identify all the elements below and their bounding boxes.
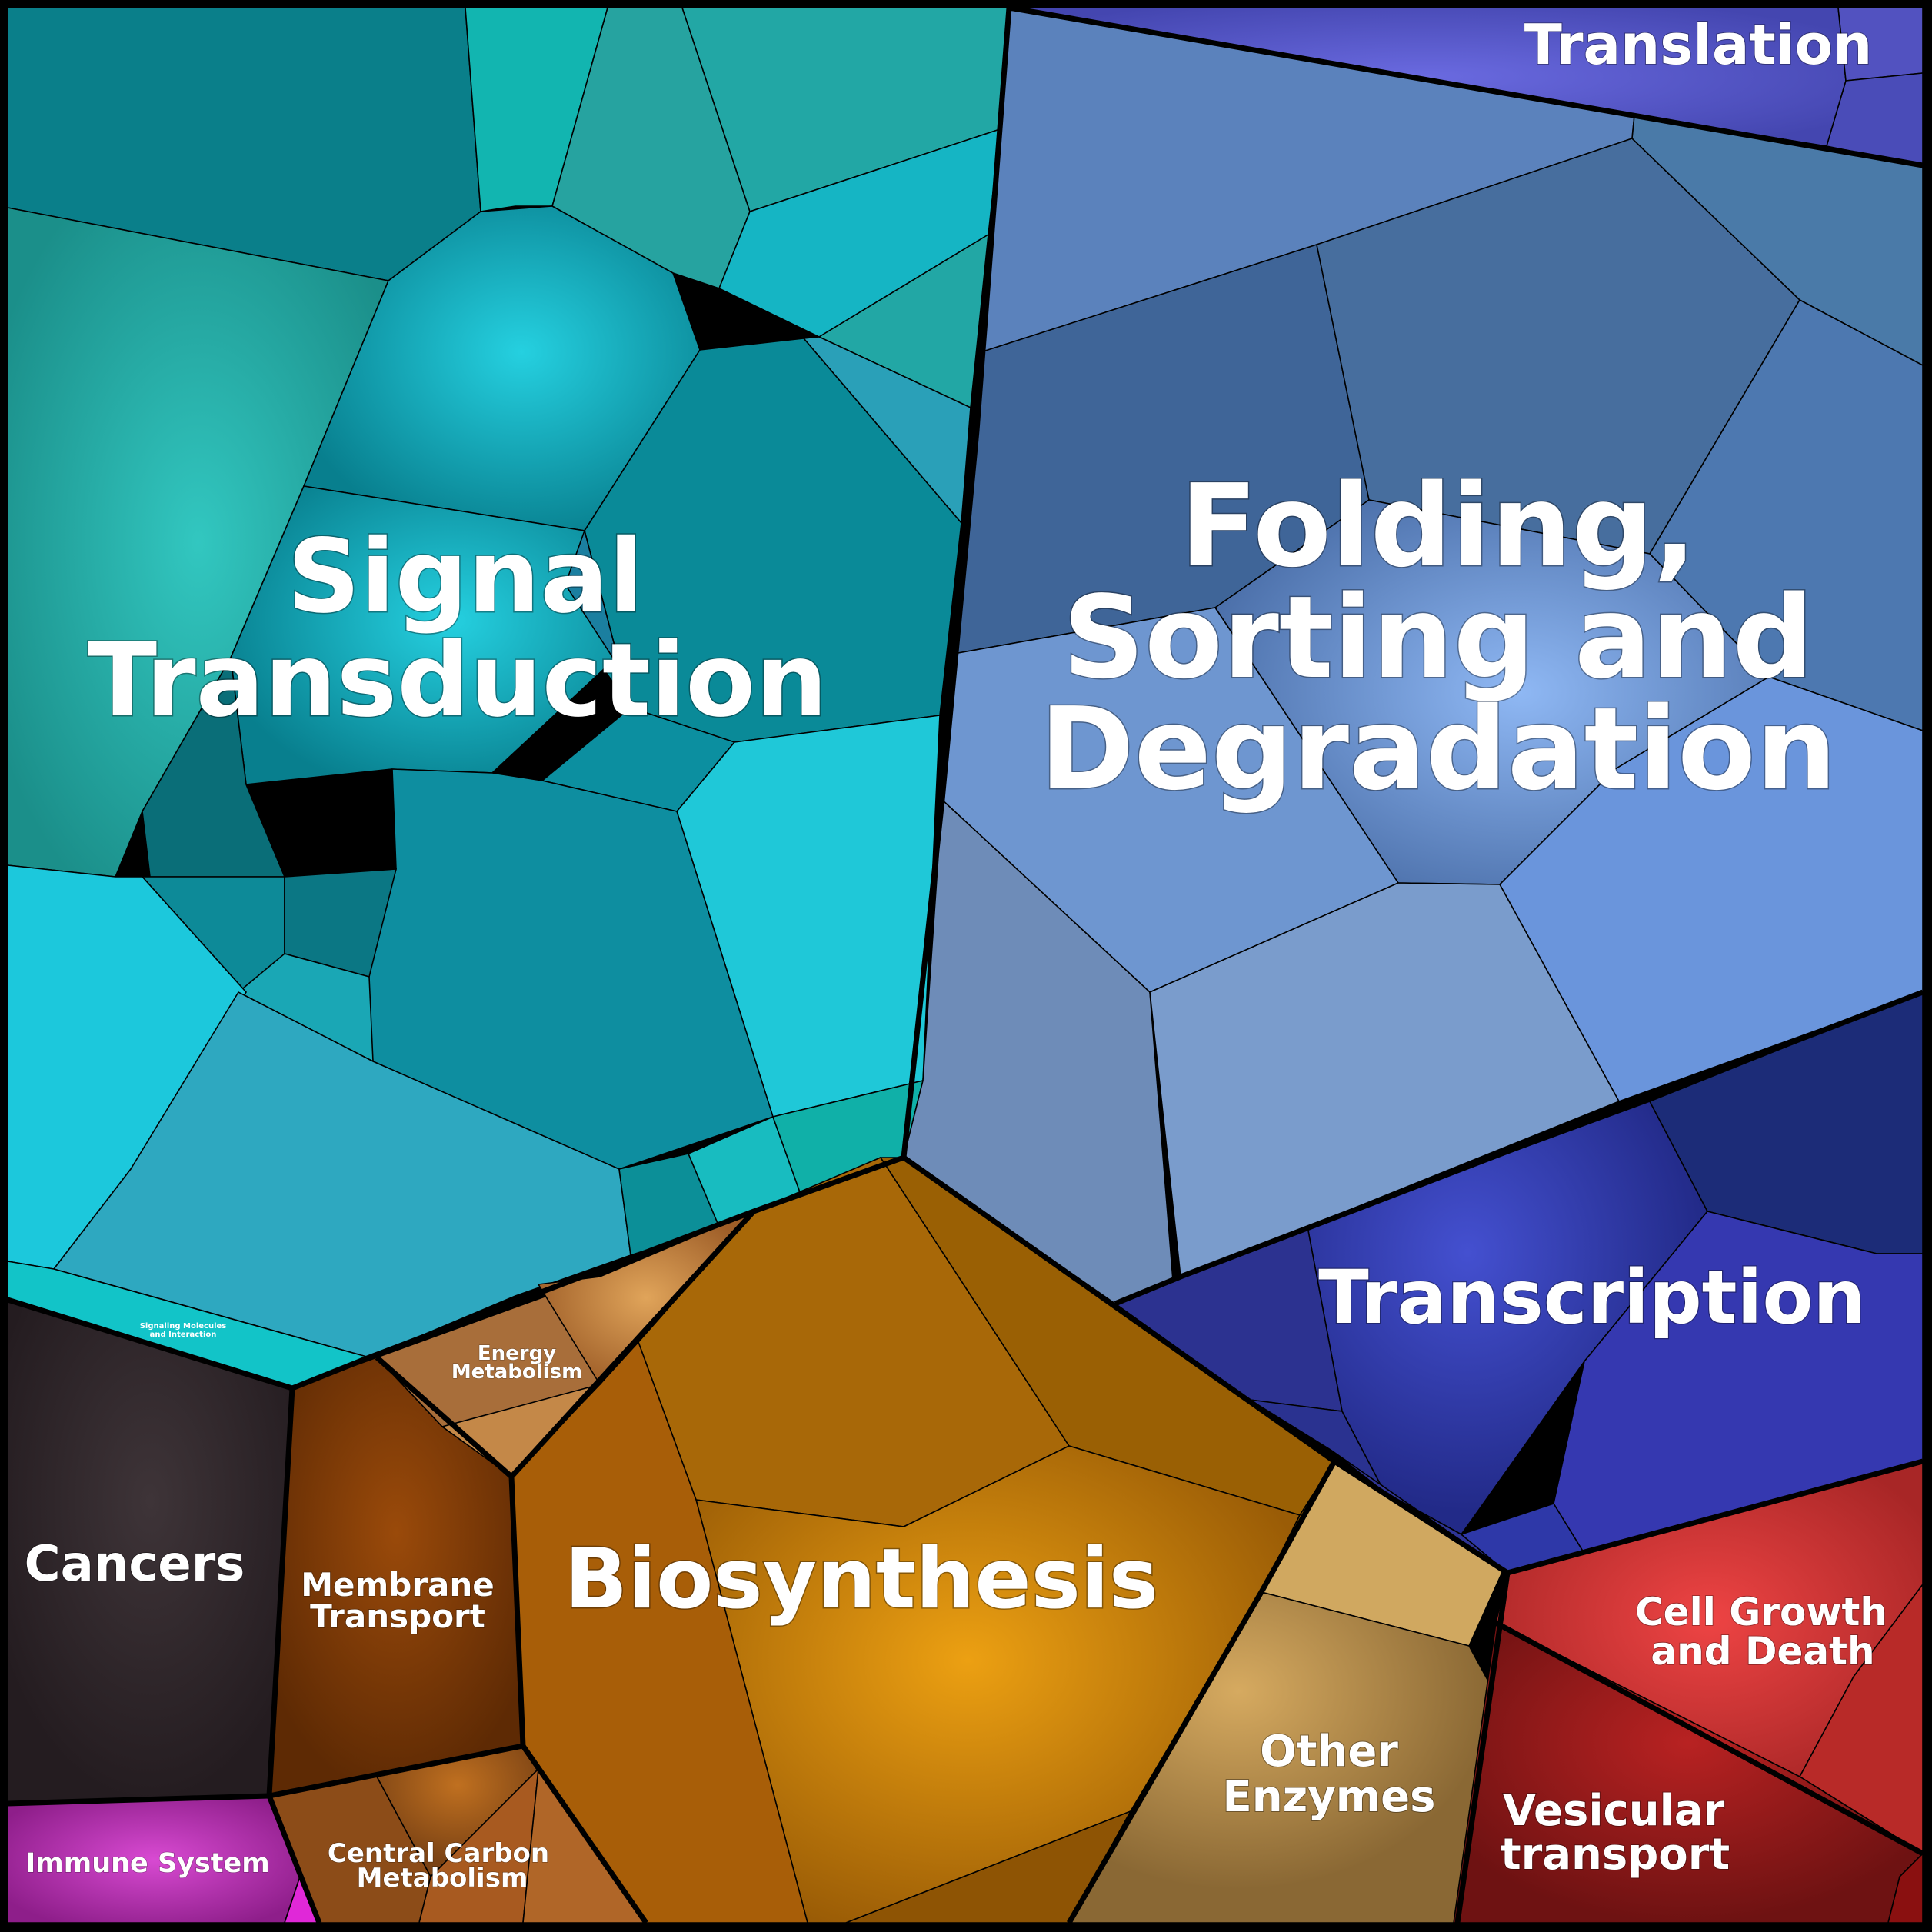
label-immune: Immune System [25, 1848, 270, 1879]
label-folding-line-1: Folding, [1180, 460, 1697, 592]
label-transcription: Transcription [1318, 1254, 1866, 1341]
signal-cell-16 [142, 655, 286, 878]
label-signal-line-2: Transduction [88, 621, 828, 740]
signal-cell-12 [565, 528, 631, 708]
label-membrane-line-1: Membrane [301, 1566, 495, 1604]
label-energy-line-2: Metabolism [451, 1361, 582, 1384]
vesicular-cell-2 [1887, 1852, 1924, 1924]
label-signaling-molecules-line-2: and Interaction [150, 1331, 217, 1339]
label-carbon-line-1: Central Carbon [328, 1838, 549, 1869]
chart-labels: Signal Transduction Folding, Sorting and… [24, 12, 1888, 1894]
label-signal-line-1: Signal [287, 518, 643, 636]
label-membrane-line-2: Transport [310, 1597, 485, 1635]
label-signaling-molecules-line-1: Signaling Molecules [140, 1322, 227, 1331]
label-translation: Translation [1524, 12, 1873, 77]
label-cellgrowth-line-2: and Death [1651, 1629, 1874, 1674]
label-carbon-line-2: Metabolism [357, 1863, 528, 1894]
label-cancers: Cancers [25, 1536, 245, 1593]
region-vesicular-transport [1453, 1621, 1924, 1924]
region-folding-sorting-degradation [903, 7, 1924, 1304]
label-vesicular-line-2: transport [1501, 1830, 1730, 1880]
label-energy-line-1: Energy [478, 1342, 556, 1365]
region-signal-transduction [7, 7, 1010, 1389]
label-cellgrowth-line-1: Cell Growth [1635, 1590, 1887, 1634]
label-folding-line-2: Sorting and [1063, 571, 1814, 704]
label-other-line-2: Enzymes [1223, 1772, 1436, 1822]
label-vesicular-line-1: Vesicular [1503, 1786, 1725, 1836]
label-biosynthesis: Biosynthesis [565, 1531, 1158, 1627]
label-other-line-1: Other [1260, 1727, 1398, 1777]
label-folding-line-3: Degradation [1040, 683, 1837, 815]
